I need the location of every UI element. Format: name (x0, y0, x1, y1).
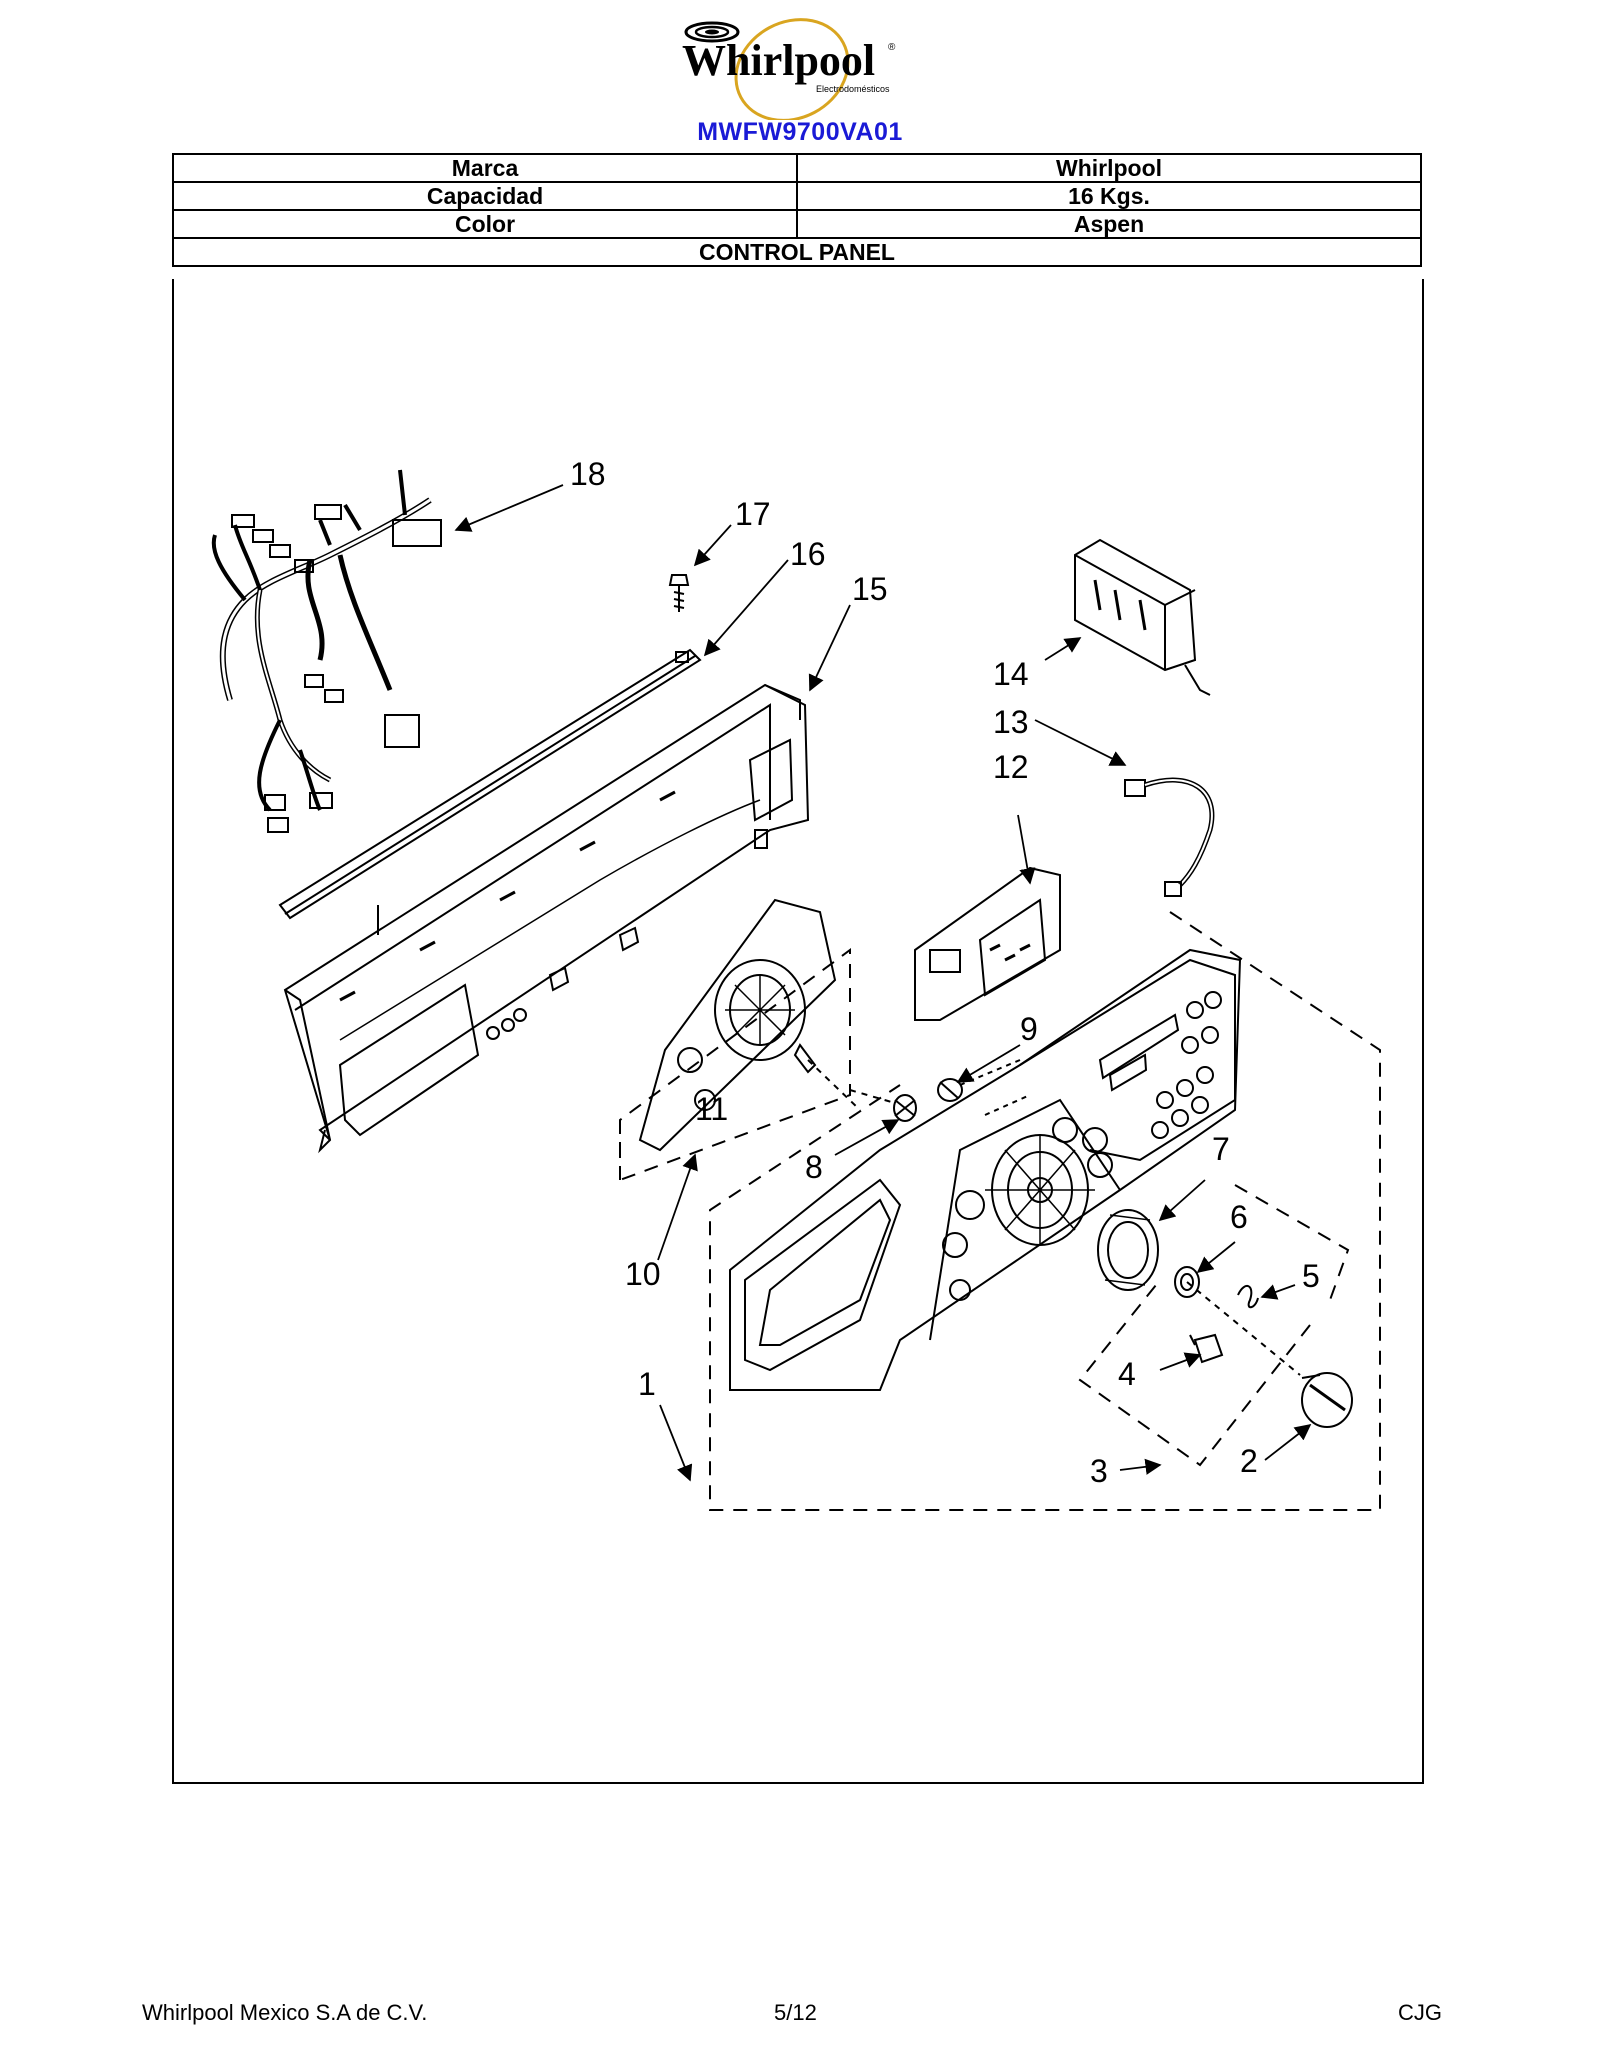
callout-1: 1 (638, 1366, 656, 1402)
callout-7: 7 (1212, 1131, 1230, 1167)
callout-14: 14 (993, 656, 1029, 692)
main-control-unit (1074, 538, 1211, 696)
table-row: Color Aspen (172, 209, 1422, 239)
logo-wordmark: Whirlpool (682, 36, 875, 85)
footer-company: Whirlpool Mexico S.A de C.V. (142, 2000, 428, 2025)
callout-18: 18 (570, 456, 606, 492)
model-number: MWFW9700VA01 (697, 118, 903, 146)
wire-connector (1124, 777, 1215, 897)
callout-17: 17 (735, 496, 771, 532)
knob-adapter (849, 1089, 917, 1122)
table-row: Capacidad 16 Kgs. (172, 181, 1422, 211)
callout-3: 3 (1090, 1453, 1108, 1489)
spec-value: 16 Kgs. (796, 181, 1422, 211)
spec-table: Marca Whirlpool Capacidad 16 Kgs. Color … (172, 153, 1422, 267)
spec-label: Color (172, 209, 798, 239)
callout-11: 11 (695, 1091, 728, 1127)
spec-value: Aspen (796, 209, 1422, 239)
svg-text:®: ® (888, 42, 896, 53)
knob (1186, 1281, 1353, 1428)
spec-label: Capacidad (172, 181, 798, 211)
footer-initials: CJG (1398, 2000, 1442, 2025)
callout-12: 12 (993, 749, 1029, 785)
footer-page-number: 5/12 (774, 2000, 817, 2025)
console-panel (283, 683, 810, 1154)
display-board (914, 866, 1061, 1021)
callout-15: 15 (852, 571, 888, 607)
spec-label: Marca (172, 153, 798, 183)
spec-value: Whirlpool (796, 153, 1422, 183)
logo-subtext: Electrodomésticos (816, 84, 890, 94)
wire-harness (211, 469, 442, 833)
callout-16: 16 (790, 536, 826, 572)
control-panel-assembly (729, 948, 1242, 1391)
callout-labels: 18 17 16 15 14 13 12 9 11 8 7 6 5 4 2 3 … (570, 456, 1320, 1489)
callout-13: 13 (993, 704, 1029, 740)
callout-2: 2 (1240, 1443, 1258, 1479)
parts-diagram-frame (172, 279, 1424, 1784)
callout-4: 4 (1118, 1356, 1136, 1392)
screw (668, 574, 690, 612)
gear (1174, 1266, 1200, 1298)
section-title: CONTROL PANEL (172, 237, 1422, 267)
callout-5: 5 (1302, 1258, 1320, 1294)
interface-board (638, 898, 861, 1152)
table-row: CONTROL PANEL (172, 237, 1422, 267)
selector-clip (937, 1078, 963, 1102)
whirlpool-logo: Whirlpool ® Electrodomésticos (672, 10, 904, 122)
support-strip (278, 648, 702, 935)
knob-ring (1097, 1209, 1159, 1291)
callout-leaders (454, 484, 1312, 1482)
callout-10: 10 (625, 1256, 661, 1292)
spring (1237, 1285, 1259, 1309)
callout-9: 9 (1020, 1011, 1038, 1047)
table-row: Marca Whirlpool (172, 153, 1422, 183)
group-outline-3 (1078, 1184, 1350, 1467)
callout-6: 6 (1230, 1199, 1248, 1235)
switch-part (1189, 1333, 1224, 1364)
callout-8: 8 (805, 1149, 823, 1185)
